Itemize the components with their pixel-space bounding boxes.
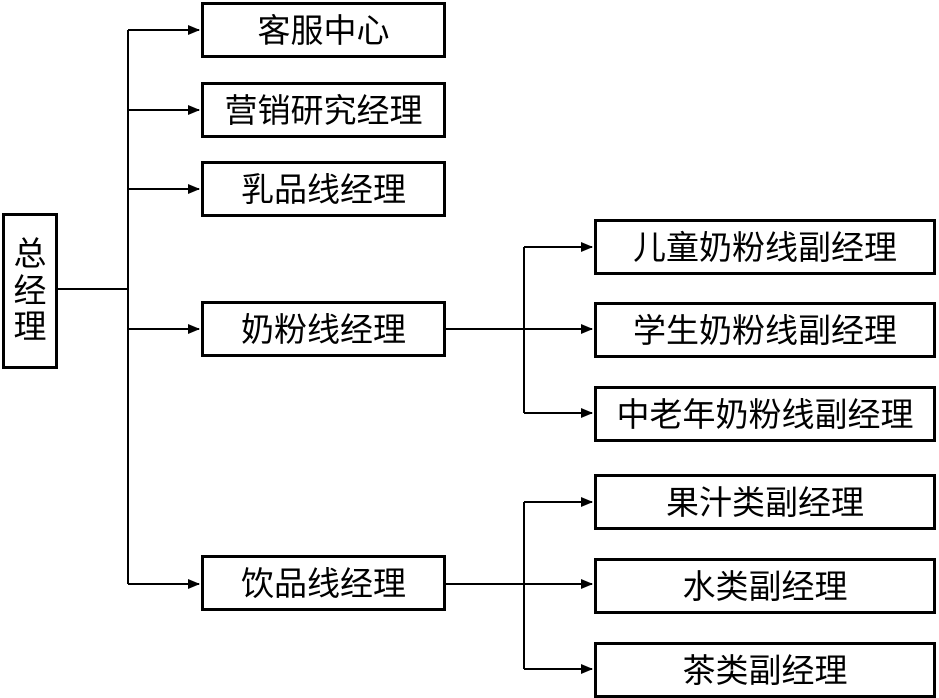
child-milk-powder-deputy-label: 儿童奶粉线副经理 [633,227,897,267]
student-milk-powder-deputy-label: 学生奶粉线副经理 [633,310,897,350]
node-customer-service-center: 客服中心 [201,2,446,58]
node-milk-powder-line-manager: 奶粉线经理 [201,301,446,357]
node-beverage-line-manager: 饮品线经理 [201,555,446,611]
node-elderly-milk-powder-deputy: 中老年奶粉线副经理 [594,386,936,442]
general-manager-char-2: 经 [13,270,47,310]
marketing-research-manager-label: 营销研究经理 [224,90,423,130]
milk-powder-line-manager-label: 奶粉线经理 [241,309,406,349]
general-manager-char-3: 理 [13,307,47,347]
beverage-line-manager-label: 饮品线经理 [241,563,406,603]
node-general-manager: 总 经 理 [2,213,58,369]
node-dairy-line-manager: 乳品线经理 [201,161,446,217]
water-deputy-label: 水类副经理 [682,566,848,606]
customer-service-center-label: 客服中心 [257,10,390,50]
tea-deputy-label: 茶类副经理 [682,650,848,690]
node-student-milk-powder-deputy: 学生奶粉线副经理 [594,302,936,358]
node-marketing-research-manager: 营销研究经理 [201,82,446,138]
node-water-deputy: 水类副经理 [594,558,936,614]
general-manager-char-1: 总 [13,233,47,273]
node-tea-deputy: 茶类副经理 [594,642,936,698]
elderly-milk-powder-deputy-label: 中老年奶粉线副经理 [616,394,914,434]
node-juice-deputy: 果汁类副经理 [594,474,936,530]
juice-deputy-label: 果汁类副经理 [666,482,864,522]
dairy-line-manager-label: 乳品线经理 [241,169,406,209]
node-child-milk-powder-deputy: 儿童奶粉线副经理 [594,219,936,275]
